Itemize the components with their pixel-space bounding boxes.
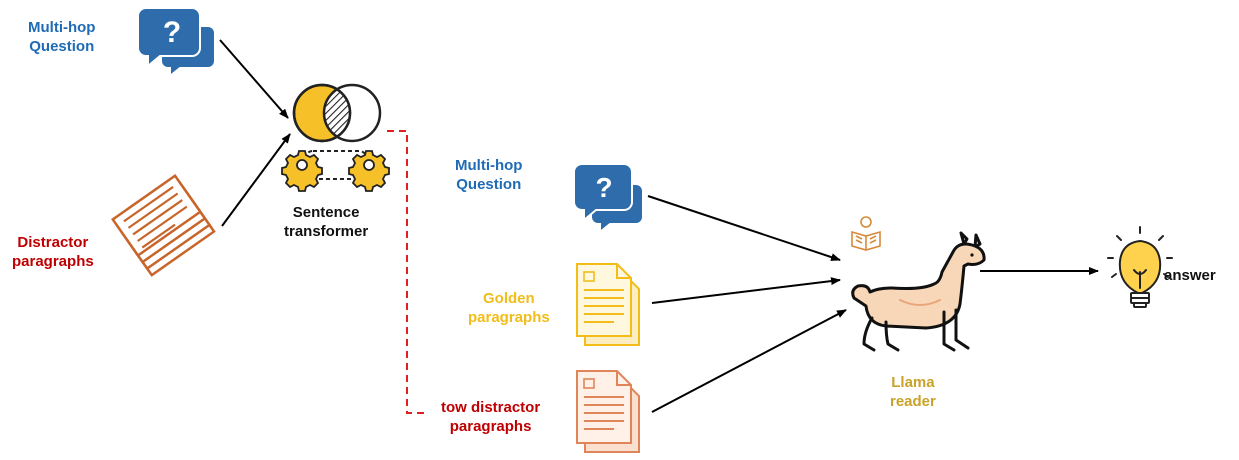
question-top-label: Multi-hop Question [28,19,96,55]
question-top-icon: ? [137,7,216,79]
reader-person-icon [851,216,881,251]
dashed-retrieval-connector [387,130,428,414]
arrow-distractor-to-transformer [221,133,291,227]
tow-distractor-label: tow distractor paragraphs [441,399,541,435]
llama-icon [851,231,986,352]
question-mark-top: ? [163,16,181,49]
answer-label: answer [1164,267,1216,284]
gear-icon-left [281,150,323,192]
question-mid-icon: ? [573,163,644,235]
distractor-document-icon [576,370,640,453]
arrow-question-to-llama [647,195,841,261]
llama-reader-label: Llama reader [890,374,936,410]
distractor-paragraphs-label: Distractor paragraphs [12,234,94,270]
distractor-papers-icon [111,174,216,277]
question-mark-mid: ? [595,172,612,203]
sentence-transformer-icon [281,83,390,192]
golden-document-icon [576,263,640,346]
lightbulb-icon [1107,226,1173,308]
gear-icon-right [348,150,390,192]
arrow-golden-to-llama [651,277,841,304]
arrow-distractor-to-llama [651,309,847,413]
golden-paragraphs-label: Golden paragraphs [468,290,550,326]
question-mid-label: Multi-hop Question [455,157,523,193]
sentence-transformer-label: Sentence transformer [284,204,369,240]
arrow-question-to-transformer [219,39,289,119]
